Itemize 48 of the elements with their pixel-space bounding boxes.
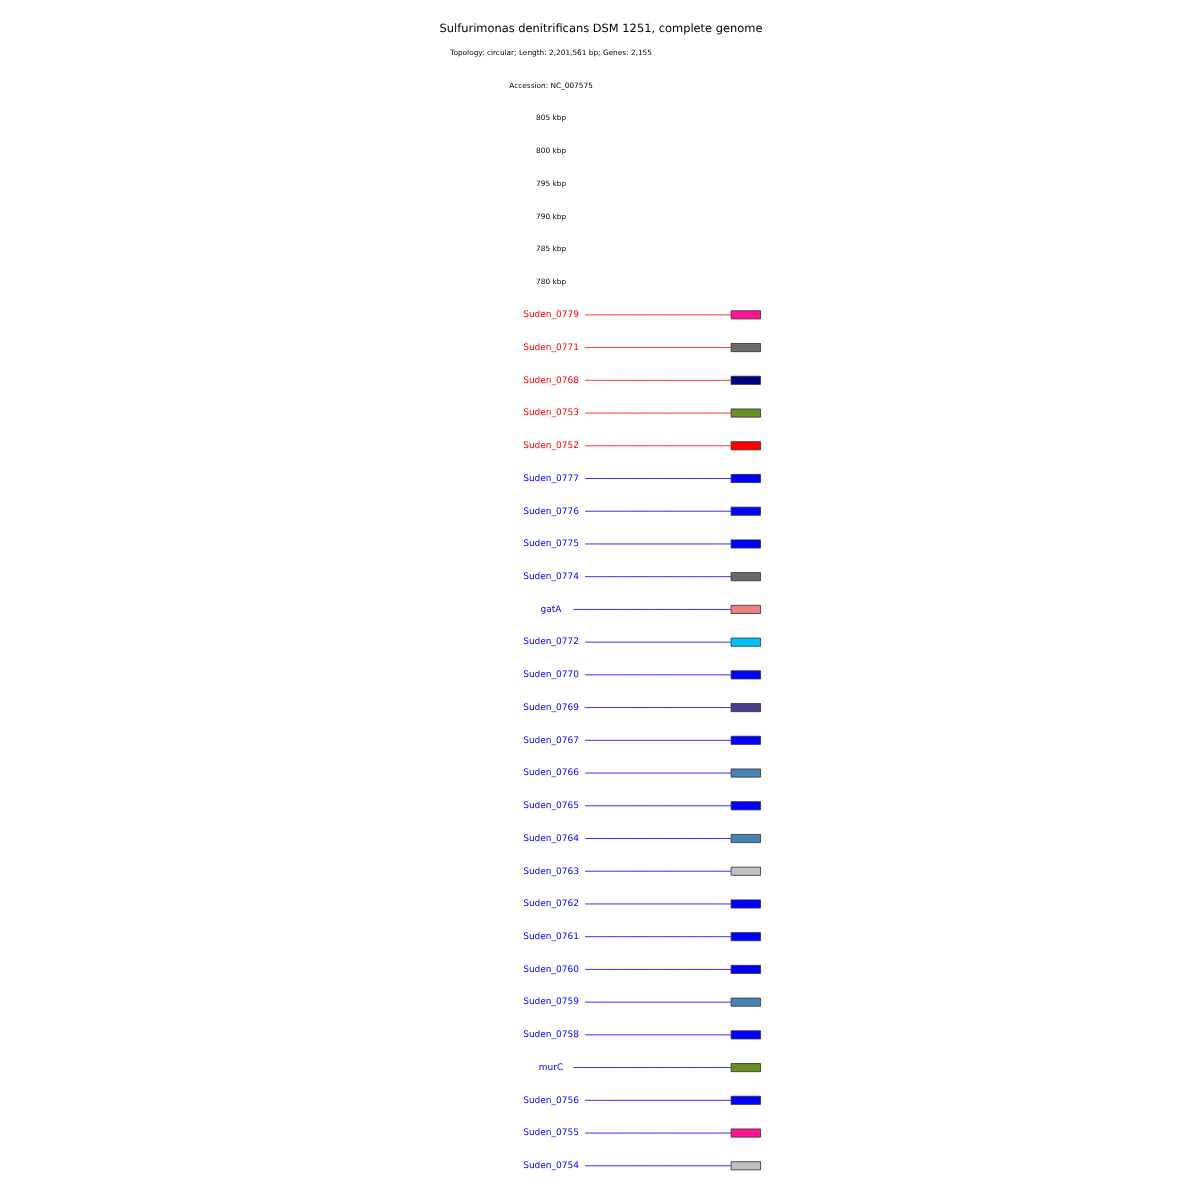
node-box bbox=[729, 375, 760, 385]
node-box bbox=[729, 768, 760, 778]
connector bbox=[583, 576, 731, 578]
node-box bbox=[729, 866, 760, 876]
node-box bbox=[729, 899, 760, 909]
connector bbox=[583, 1165, 731, 1167]
connector bbox=[583, 739, 731, 741]
node-box bbox=[729, 834, 760, 843]
node-box bbox=[729, 506, 760, 516]
node-box bbox=[729, 441, 760, 451]
connector bbox=[583, 838, 731, 839]
node-box bbox=[729, 637, 760, 647]
node-box bbox=[729, 408, 760, 418]
node-box bbox=[729, 1095, 760, 1105]
node-box bbox=[729, 310, 760, 320]
connector bbox=[583, 903, 731, 905]
connector bbox=[583, 969, 731, 970]
connector bbox=[583, 445, 731, 447]
connector bbox=[571, 609, 731, 610]
node-box bbox=[729, 932, 760, 942]
node-box bbox=[729, 1030, 760, 1040]
node-box bbox=[729, 801, 760, 811]
node-box bbox=[729, 1128, 760, 1138]
node-box bbox=[729, 604, 760, 614]
connector bbox=[583, 1034, 731, 1036]
connector bbox=[583, 707, 731, 708]
connector bbox=[583, 805, 731, 807]
node-box bbox=[729, 1063, 760, 1073]
node-box bbox=[729, 964, 760, 974]
connector bbox=[583, 379, 731, 381]
connector bbox=[583, 870, 731, 872]
connector bbox=[583, 936, 731, 938]
node-box bbox=[729, 670, 760, 680]
connector bbox=[583, 510, 731, 512]
node-box bbox=[729, 343, 760, 353]
connector bbox=[583, 1099, 731, 1101]
node-box bbox=[729, 735, 760, 745]
node-box bbox=[729, 474, 760, 483]
node-box bbox=[729, 703, 760, 713]
connector bbox=[583, 543, 731, 545]
connector bbox=[583, 674, 731, 676]
connector bbox=[571, 1067, 731, 1068]
node-box bbox=[729, 997, 760, 1007]
connector bbox=[583, 347, 731, 348]
connector bbox=[583, 478, 731, 479]
node-box bbox=[729, 539, 760, 549]
node-box bbox=[729, 1161, 760, 1171]
node-box bbox=[729, 572, 760, 582]
